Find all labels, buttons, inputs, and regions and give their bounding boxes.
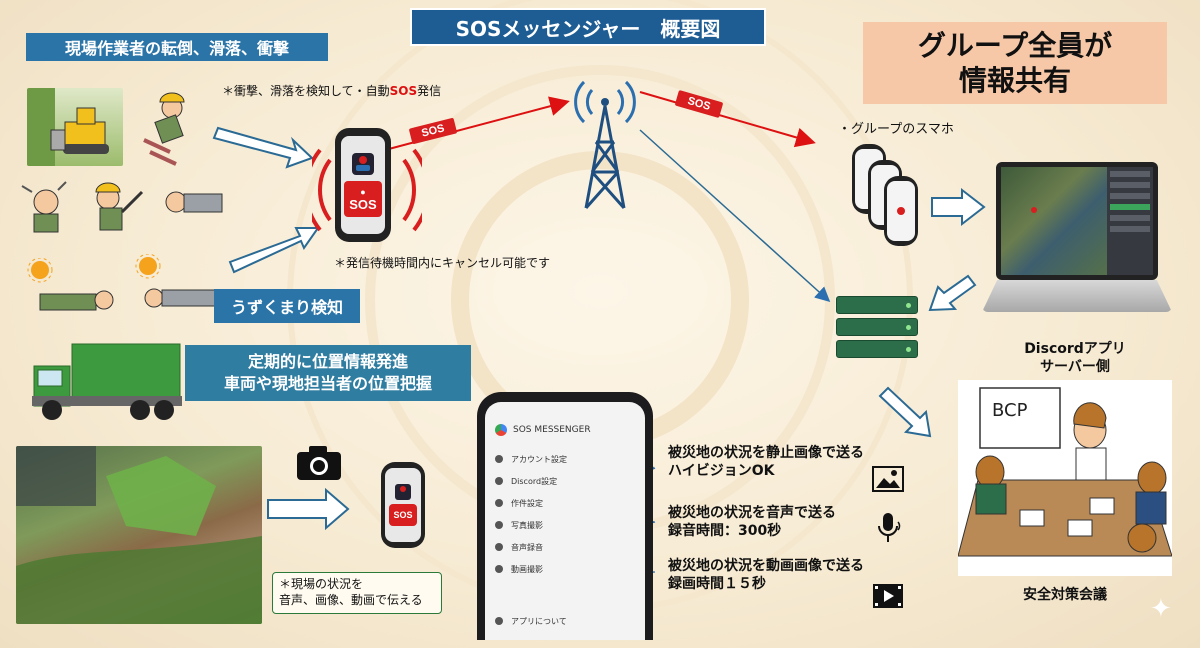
menu-item-settings[interactable]: 作件設定	[485, 492, 645, 514]
server-unit-3	[836, 340, 918, 358]
menu-item-photo-label: 写真撮影	[511, 520, 543, 530]
safety-meeting-illustration: BCP	[957, 380, 1173, 576]
menu-item-discord[interactable]: Discord設定	[485, 470, 645, 492]
hollow-arrow-photo-phone	[267, 487, 350, 531]
handheld-app-logo-icon	[395, 484, 411, 500]
map-view	[1001, 167, 1107, 275]
server-unit-1	[836, 296, 918, 314]
microphone-icon	[874, 512, 904, 544]
server-stack	[836, 296, 926, 364]
member-list	[1107, 167, 1153, 275]
hollow-arrow-laptop-server	[928, 274, 977, 312]
cell-tower-icon	[562, 72, 648, 212]
handheld-sos-phone: SOS	[381, 462, 425, 548]
menu-item-audio[interactable]: 音声録音	[485, 536, 645, 558]
slipping-worker-icon	[80, 178, 152, 244]
menu-item-about-label: アプリについて	[511, 616, 567, 626]
location-box-line1: 定期的に位置情報発進	[247, 352, 408, 372]
menu-item-about[interactable]: アプリについて	[485, 610, 567, 632]
collapsed-worker-icon	[162, 178, 234, 228]
auto-sos-note-suffix: 発信	[417, 84, 442, 98]
cancel-note: ＊発信待機時間内にキャンセル可能です	[334, 256, 551, 270]
menu-item-video[interactable]: 動画撮影	[485, 558, 645, 580]
image-icon	[872, 466, 904, 492]
camera-menu-icon	[495, 521, 503, 529]
heat-worker-1-icon	[26, 257, 130, 318]
page-title: SOSメッセンジャー 概要図	[410, 8, 766, 46]
feature-video: 被災地の状況を動画画像で送る 録画時間１５秒	[668, 558, 864, 593]
menu-item-settings-label: 作件設定	[511, 498, 543, 508]
auto-sos-note-prefix: ＊衝撃、滑落を検知して・自動	[222, 84, 390, 98]
location-box-line2: 車両や現地担当者の位置把握	[223, 374, 432, 393]
laptop-base	[982, 280, 1172, 312]
menu-item-video-label: 動画撮影	[511, 564, 543, 574]
hollow-arrow-top	[212, 126, 314, 169]
camera-icon	[295, 444, 343, 482]
laptop-screen	[996, 162, 1158, 280]
account-icon	[495, 455, 503, 463]
feature-audio: 被災地の状況を音声で送る 録音時間：300秒	[668, 505, 836, 540]
app-menu: アカウント設定 Discord設定 作件設定 写真撮影 音声録音 動画撮影	[485, 448, 645, 580]
sos-signal-waves-icon	[304, 140, 430, 240]
app-header: SOS MESSENGER	[485, 402, 645, 444]
hollow-arrow-server-meeting	[878, 386, 932, 438]
video-menu-icon	[495, 565, 503, 573]
field-note-bubble: ＊現場の状況を 音声、画像、動画で伝える	[272, 572, 442, 614]
accidents-box: 現場作業者の転倒、滑落、衝撃	[26, 33, 328, 61]
menu-item-account-label: アカウント設定	[511, 454, 567, 464]
hollow-arrow-bottom	[228, 227, 320, 274]
sos-phone: ● SOS	[335, 128, 391, 242]
info-icon	[495, 617, 503, 625]
discord-label-line2: サーバー側	[1040, 359, 1110, 376]
sos-button[interactable]: ● SOS	[344, 181, 382, 217]
app-header-title: SOS MESSENGER	[513, 425, 591, 435]
laptop	[982, 162, 1172, 317]
server-unit-2	[836, 318, 918, 336]
feature-audio-line2: 録音時間：300秒	[668, 522, 782, 539]
group-share-box: グループ全員が 情報共有	[863, 22, 1167, 104]
app-header-logo-icon	[495, 424, 507, 436]
group-phone-label: ・グループのスマホ	[838, 122, 954, 137]
app-screen: SOS MESSENGER アカウント設定 Discord設定 作件設定 写真撮…	[485, 402, 645, 640]
menu-item-audio-label: 音声録音	[511, 542, 543, 552]
hollow-arrow-phones-laptop	[931, 187, 986, 227]
menu-item-photo[interactable]: 写真撮影	[485, 514, 645, 536]
microphone-menu-icon	[495, 543, 503, 551]
auto-sos-note: ＊衝撃、滑落を検知して・自動SOS発信	[222, 82, 441, 99]
group-phone-3	[884, 176, 918, 246]
feature-video-line2: 録画時間１５秒	[668, 575, 766, 592]
app-logo-icon	[352, 153, 374, 175]
settings-icon	[495, 499, 503, 507]
sparkle-icon: ✦	[1150, 594, 1172, 624]
whiteboard-text: BCP	[992, 400, 1028, 421]
sos-button-label: SOS	[349, 196, 377, 212]
auto-sos-note-sos: SOS	[389, 84, 418, 98]
falling-worker-icon	[130, 92, 210, 168]
group-share-line2: 情報共有	[958, 64, 1071, 97]
discord-icon	[495, 477, 503, 485]
crouch-detection-box: うずくまり検知	[214, 289, 360, 323]
menu-item-discord-label: Discord設定	[511, 476, 558, 486]
feature-image: 被災地の状況を静止画像で送る ハイビジョンOK	[668, 445, 864, 480]
group-share-line1: グループ全員が	[917, 29, 1113, 62]
field-note-line2: 音声、画像、動画で伝える	[279, 593, 423, 608]
discord-label-line1: Discordアプリ	[1024, 341, 1126, 357]
field-note-line1: ＊現場の状況を	[279, 577, 364, 591]
video-icon	[872, 583, 904, 609]
bulldozer-illustration	[27, 88, 123, 166]
meeting-label: 安全対策会議	[1023, 587, 1107, 603]
discord-server-label: Discordアプリ サーバー側	[1000, 340, 1150, 376]
app-phone: SOS MESSENGER アカウント設定 Discord設定 作件設定 写真撮…	[477, 392, 653, 640]
tripping-worker-icon	[18, 176, 76, 238]
feature-image-line2: ハイビジョンOK	[668, 462, 775, 479]
truck-illustration	[30, 340, 182, 424]
handheld-sos-button[interactable]: SOS	[389, 504, 417, 526]
menu-item-account[interactable]: アカウント設定	[485, 448, 645, 470]
heat-worker-2-icon	[132, 253, 232, 326]
feature-image-line1: 被災地の状況を静止画像で送る	[668, 445, 864, 461]
feature-video-line1: 被災地の状況を動画画像で送る	[668, 558, 864, 574]
landslide-photo	[16, 446, 262, 624]
feature-audio-line1: 被災地の状況を音声で送る	[668, 505, 836, 521]
location-info-box: 定期的に位置情報発進 車両や現地担当者の位置把握	[185, 345, 471, 401]
